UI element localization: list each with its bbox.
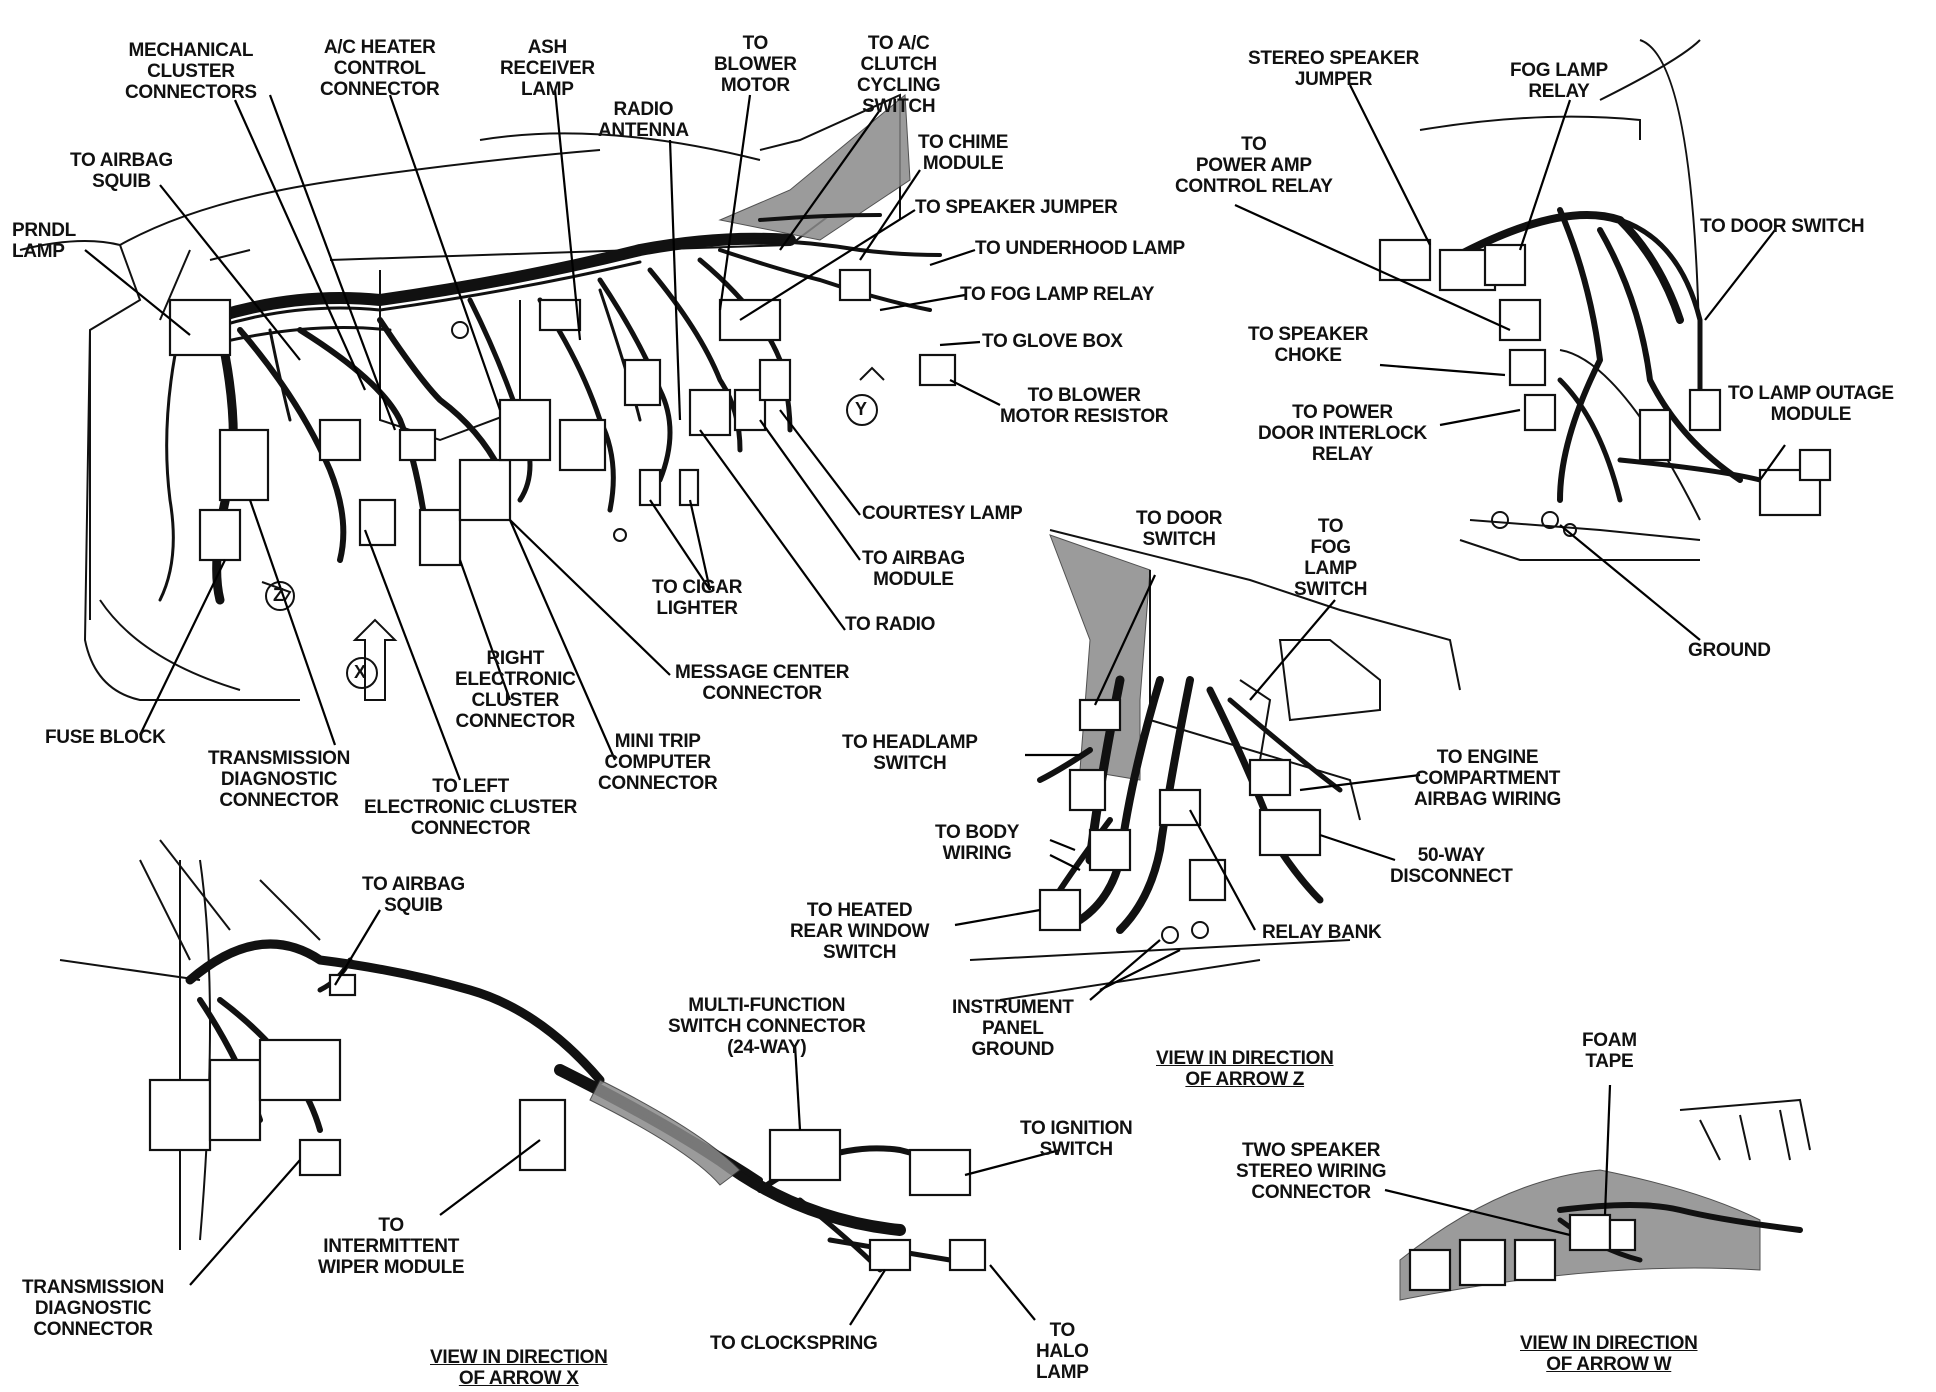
label-to-airbag-module: TO AIRBAG MODULE [862,548,965,590]
label-view-arrow-z: VIEW IN DIRECTION OF ARROW Z [1156,1048,1334,1090]
label-view-arrow-w: VIEW IN DIRECTION OF ARROW W [1520,1333,1698,1375]
label-to-ignition-switch: TO IGNITION SWITCH [1020,1118,1133,1160]
label-to-body-wiring: TO BODY WIRING [935,822,1020,864]
label-to-fog-lamp-switch: TO FOG LAMP SWITCH [1294,516,1368,600]
label-fuse-block: FUSE BLOCK [45,727,166,748]
view-right-kick-panel [1234,39,1832,641]
label-two-speaker-stereo-wiring-connector: TWO SPEAKER STEREO WIRING CONNECTOR [1236,1140,1387,1203]
arrow-marker-x: X [354,662,366,682]
label-to-radio: TO RADIO [845,614,936,635]
label-to-glove-box: TO GLOVE BOX [982,331,1123,352]
label-to-power-door-interlock-relay: TO POWER DOOR INTERLOCK RELAY [1258,402,1427,465]
label-to-power-amp-control-relay: TO POWER AMP CONTROL RELAY [1175,134,1333,197]
label-mini-trip-computer-connector: MINI TRIP COMPUTER CONNECTOR [598,731,718,794]
label-to-lamp-outage-module: TO LAMP OUTAGE MODULE [1728,383,1894,425]
label-transmission-diagnostic-connector-bottom: TRANSMISSION DIAGNOSTIC CONNECTOR [22,1277,165,1340]
label-to-halo-lamp: TO HALO LAMP [1036,1320,1089,1383]
label-to-left-electronic-cluster-connector: TO LEFT ELECTRONIC CLUSTER CONNECTOR [364,776,578,839]
label-fifty-way-disconnect: 50-WAY DISCONNECT [1390,845,1513,887]
label-transmission-diagnostic-connector-top: TRANSMISSION DIAGNOSTIC CONNECTOR [208,748,351,811]
label-to-door-switch-mid: TO DOOR SWITCH [1136,508,1223,550]
label-to-speaker-choke: TO SPEAKER CHOKE [1248,324,1369,366]
label-ash-receiver-lamp: ASH RECEIVER LAMP [500,37,595,100]
label-to-airbag-squib-bottom: TO AIRBAG SQUIB [362,874,465,916]
arrow-marker-z: Z [273,585,284,605]
label-stereo-speaker-jumper: STEREO SPEAKER JUMPER [1248,48,1420,90]
label-to-cigar-lighter: TO CIGAR LIGHTER [652,577,743,619]
label-message-center-connector: MESSAGE CENTER CONNECTOR [675,662,850,704]
label-to-blower-motor-resistor: TO BLOWER MOTOR RESISTOR [1000,385,1169,427]
label-foam-tape: FOAM TAPE [1582,1030,1637,1072]
label-to-fog-lamp-relay: TO FOG LAMP RELAY [960,284,1155,305]
label-relay-bank: RELAY BANK [1262,922,1382,943]
label-mechanical-cluster-connectors: MECHANICAL CLUSTER CONNECTORS [125,40,257,103]
label-to-engine-compartment-airbag-wiring: TO ENGINE COMPARTMENT AIRBAG WIRING [1414,747,1562,810]
label-to-speaker-jumper: TO SPEAKER JUMPER [915,197,1118,218]
label-to-clockspring: TO CLOCKSPRING [710,1333,878,1354]
label-to-heated-rear-window-switch: TO HEATED REAR WINDOW SWITCH [790,900,930,963]
label-to-ac-clutch-cycling-switch: TO A/C CLUTCH CYCLING SWITCH [857,33,941,117]
view-arrow-z [954,529,1461,1001]
label-right-electronic-cluster-connector: RIGHT ELECTRONIC CLUSTER CONNECTOR [455,648,576,732]
label-ground: GROUND [1688,640,1771,661]
label-multi-function-switch-connector: MULTI-FUNCTION SWITCH CONNECTOR (24-WAY) [668,995,866,1058]
view-arrow-x [59,839,1061,1326]
main-instrument-panel-view [19,89,1001,781]
label-to-airbag-squib-top: TO AIRBAG SQUIB [70,150,173,192]
label-to-blower-motor: TO BLOWER MOTOR [714,33,797,96]
label-to-underhood-lamp: TO UNDERHOOD LAMP [975,238,1185,259]
label-ac-heater-control-connector: A/C HEATER CONTROL CONNECTOR [320,37,440,100]
label-instrument-panel-ground: INSTRUMENT PANEL GROUND [952,997,1074,1060]
label-prndl-lamp: PRNDL LAMP [12,220,76,262]
label-to-door-switch-top: TO DOOR SWITCH [1700,216,1865,237]
label-fog-lamp-relay: FOG LAMP RELAY [1510,60,1608,102]
view-arrow-w [1384,1084,1811,1301]
label-view-arrow-x: VIEW IN DIRECTION OF ARROW X [430,1347,608,1389]
label-courtesy-lamp: COURTESY LAMP [862,503,1023,524]
arrow-marker-y: Y [855,399,867,419]
label-radio-antenna: RADIO ANTENNA [598,99,689,141]
label-to-intermittent-wiper-module: TO INTERMITTENT WIPER MODULE [318,1215,465,1278]
label-to-headlamp-switch: TO HEADLAMP SWITCH [842,732,978,774]
label-to-chime-module: TO CHIME MODULE [918,132,1009,174]
